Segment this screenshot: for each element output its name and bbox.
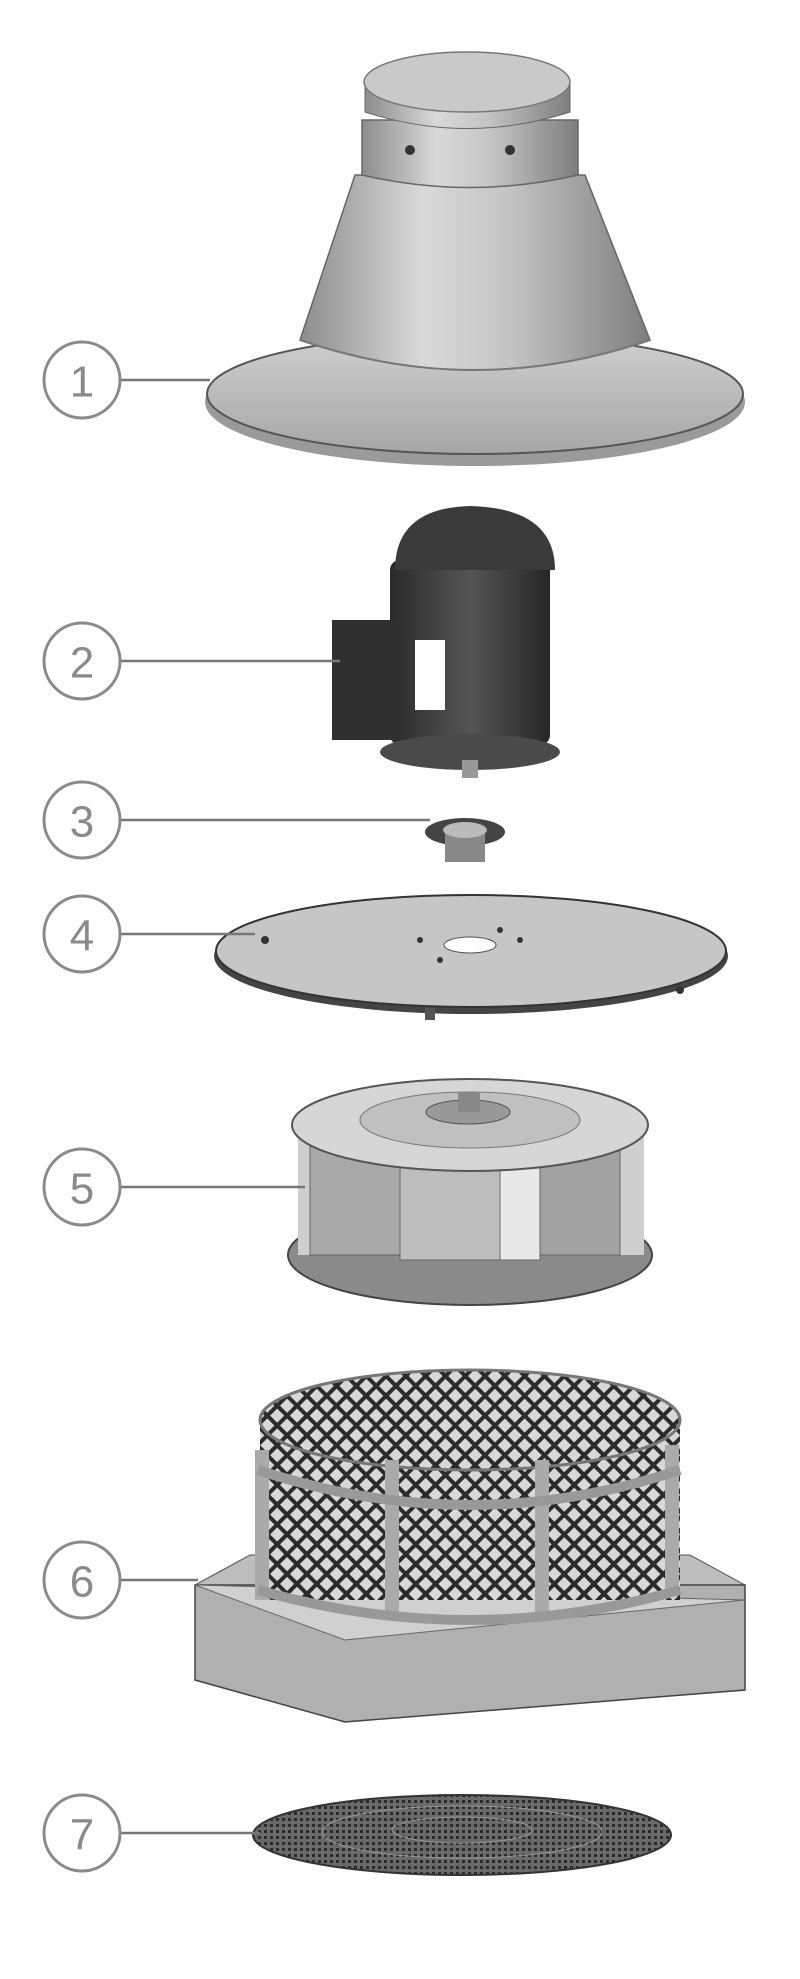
- callout-6: 6: [42, 1540, 198, 1620]
- part-hood: [205, 51, 745, 466]
- part-impeller: [287, 1078, 653, 1306]
- part-motor-plate: [214, 894, 728, 1020]
- callout-label: 6: [70, 1558, 94, 1607]
- callout-label: 4: [70, 912, 94, 961]
- callout-label: 3: [70, 798, 94, 847]
- part-inlet-grille: [252, 1794, 672, 1876]
- callout-label: 5: [70, 1165, 94, 1214]
- callout-1: 1: [42, 340, 210, 420]
- callout-label: 2: [70, 639, 94, 688]
- callout-label: 1: [70, 358, 94, 407]
- part-motor: [332, 506, 560, 778]
- callout-label: 7: [70, 1811, 94, 1860]
- part-base-with-guard: [194, 1368, 746, 1723]
- callout-7: 7: [42, 1793, 260, 1873]
- part-hub-coupling: [425, 818, 505, 862]
- callout-3: 3: [42, 780, 430, 860]
- callout-5: 5: [42, 1147, 305, 1227]
- callout-4: 4: [42, 894, 255, 974]
- callout-2: 2: [42, 621, 340, 701]
